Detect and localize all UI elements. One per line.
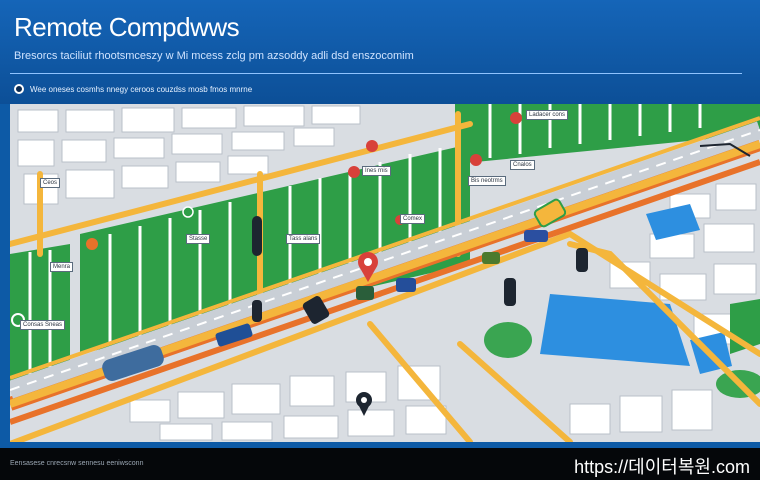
footer-bar: Eensasese cnrecsnw sennesu eeniwsconn ht…: [0, 448, 760, 480]
poi-marker-icon[interactable]: [86, 238, 98, 250]
location-pin-icon: [14, 84, 24, 94]
vehicles: [102, 198, 588, 381]
car-icon: [576, 248, 588, 272]
place-label[interactable]: Consas Sneas: [20, 320, 66, 330]
interchange-ramp: [699, 142, 751, 157]
poi-marker-icon[interactable]: [182, 206, 194, 218]
poi-marker-icon[interactable]: [470, 154, 482, 166]
car-icon: [504, 278, 516, 306]
header-divider: [10, 73, 742, 74]
place-label[interactable]: Menra: [50, 262, 74, 272]
poi-marker-icon[interactable]: [510, 112, 522, 124]
car-icon: [102, 345, 164, 381]
footer-caption: Eensasese cnrecsnw sennesu eeniwsconn: [10, 460, 144, 467]
page-title: Remote Compdwws: [14, 12, 240, 42]
breadcrumb: Wee oneses cosmhs nnegy ceroos couzdss m…: [14, 84, 252, 94]
place-label[interactable]: Ladacer cons: [526, 110, 569, 120]
map-svg[interactable]: [10, 104, 760, 442]
location-pin-icon[interactable]: [358, 252, 378, 282]
bus-icon: [215, 323, 253, 347]
car-icon: [302, 296, 330, 324]
location-pin-icon[interactable]: [356, 392, 372, 416]
place-label[interactable]: Stasse: [186, 234, 211, 244]
place-label[interactable]: Cnalos: [510, 160, 535, 170]
truck-icon: [533, 198, 567, 228]
place-label[interactable]: Bis neotrms: [468, 176, 506, 186]
car-icon: [356, 286, 374, 300]
place-label[interactable]: Ceos: [40, 178, 61, 188]
header-bar: Remote Compdwws Bresorcs taciliut rhoots…: [0, 0, 760, 104]
car-icon: [482, 252, 500, 264]
car-icon: [396, 278, 416, 292]
map-canvas[interactable]: Ladacer cons Ceos Ines rnis Bis neotrms …: [10, 104, 760, 442]
place-label[interactable]: Tass alans: [286, 234, 321, 244]
footer-url[interactable]: https://데이터복원.com: [574, 457, 750, 477]
city-blocks-northwest: [17, 105, 361, 205]
poi-marker-icon[interactable]: [366, 140, 378, 152]
breadcrumb-text: Wee oneses cosmhs nnegy ceroos couzdss m…: [30, 84, 253, 94]
city-blocks-south: [129, 365, 713, 441]
place-label[interactable]: Comex: [400, 214, 426, 224]
map-pins[interactable]: [11, 112, 522, 416]
car-icon: [252, 300, 262, 322]
car-icon: [252, 216, 262, 256]
place-label[interactable]: Ines rnis: [362, 166, 391, 176]
car-icon: [524, 230, 548, 242]
page-subtitle: Bresorcs taciliut rhootsmceszy w Mi mces…: [14, 50, 414, 62]
poi-marker-icon[interactable]: [348, 166, 360, 178]
